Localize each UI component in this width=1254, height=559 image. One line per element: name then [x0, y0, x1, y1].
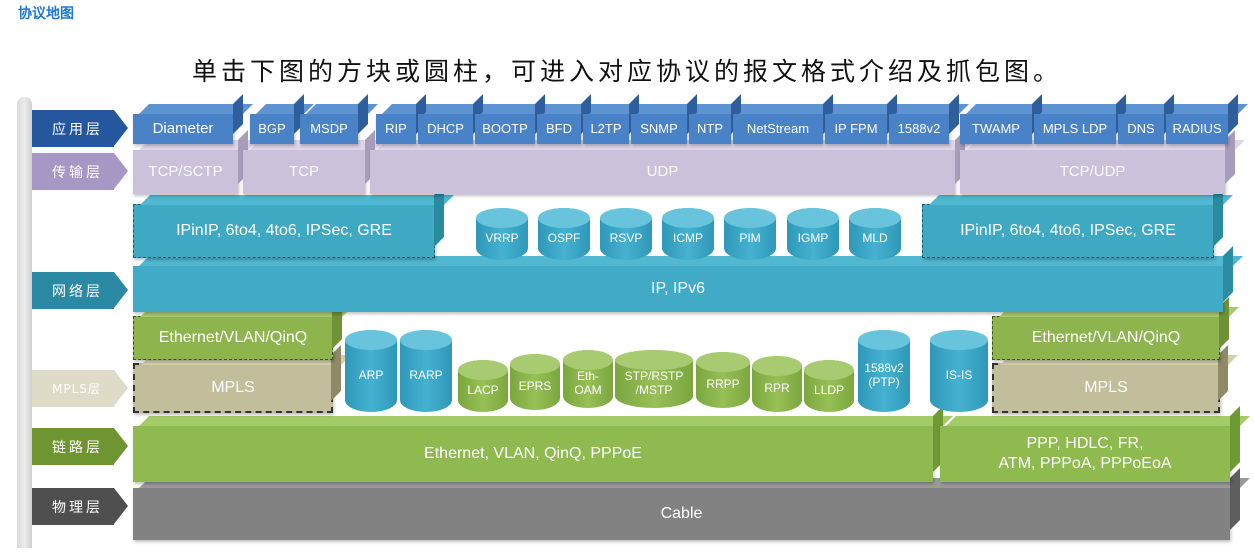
protocol-cylinder-icmp[interactable]: ICMP — [662, 208, 714, 260]
protocol-block-twamp[interactable]: TWAMP — [960, 114, 1032, 144]
protocol-block-tunnel-left[interactable]: IPinIP, 6to4, 4to6, IPSec, GRE — [133, 204, 435, 258]
protocol-block-diameter[interactable]: Diameter — [133, 114, 233, 144]
protocol-block-ethernet-vlan-qinq-right[interactable]: Ethernet/VLAN/QinQ — [992, 316, 1220, 360]
protocol-block-udp[interactable]: UDP — [370, 150, 955, 194]
protocol-cylinder-rrpp[interactable]: RRPP — [696, 352, 750, 408]
protocol-block-ip-ipv6[interactable]: IP, IPv6 — [133, 266, 1223, 312]
protocol-block-bfd[interactable]: BFD — [537, 114, 581, 144]
protocol-cylinder-1588v2-ptp[interactable]: 1588v2 (PTP) — [858, 330, 910, 412]
protocol-block-ethernet-vlan-qinq-left[interactable]: Ethernet/VLAN/QinQ — [133, 316, 333, 360]
protocol-cylinder-igmp[interactable]: IGMP — [787, 208, 839, 260]
protocol-cylinder-eth-oam[interactable]: Eth- OAM — [563, 350, 613, 408]
protocol-block-tcp-sctp[interactable]: TCP/SCTP — [133, 150, 238, 194]
protocol-cylinder-pim[interactable]: PIM — [724, 208, 776, 260]
protocol-block-netstream[interactable]: NetStream — [733, 114, 823, 144]
protocol-cylinder-eprs[interactable]: EPRS — [510, 354, 560, 410]
protocol-cylinder-rsvp[interactable]: RSVP — [600, 208, 652, 260]
protocol-block-radius[interactable]: RADIUS — [1166, 114, 1228, 144]
protocol-cylinder-arp[interactable]: ARP — [345, 330, 397, 412]
link-right-line1: PPP, HDLC, FR, — [1026, 435, 1144, 452]
layer-rail — [17, 97, 32, 548]
page-title: 协议地图 — [18, 6, 74, 22]
layer-tag-link: 链路层 — [32, 428, 128, 465]
protocol-cylinder-vrrp[interactable]: VRRP — [476, 208, 528, 260]
layer-tag-physical: 物理层 — [32, 488, 128, 525]
protocol-block-mpls-ldp[interactable]: MPLS LDP — [1034, 114, 1116, 144]
protocol-block-tcp-udp[interactable]: TCP/UDP — [960, 150, 1225, 194]
layer-tag-mpls: MPLS层 — [32, 370, 128, 407]
protocol-block-rip[interactable]: RIP — [376, 114, 416, 144]
layer-tag-transport: 传输层 — [32, 153, 128, 190]
protocol-block-dhcp[interactable]: DHCP — [418, 114, 473, 144]
protocol-cylinder-rpr[interactable]: RPR — [752, 356, 802, 412]
protocol-block-l2tp[interactable]: L2TP — [583, 114, 629, 144]
protocol-block-ntp[interactable]: NTP — [689, 114, 731, 144]
protocol-block-tcp[interactable]: TCP — [243, 150, 365, 194]
instruction-text: 单击下图的方块或圆柱，可进入对应协议的报文格式介绍及抓包图。 — [191, 57, 1062, 86]
protocol-block-ethernet-vlan-qinq-pppoe[interactable]: Ethernet, VLAN, QinQ, PPPoE — [133, 426, 933, 482]
protocol-block-bootp[interactable]: BOOTP — [475, 114, 535, 144]
protocol-block-cable[interactable]: Cable — [133, 488, 1230, 540]
protocol-block-snmp[interactable]: SNMP — [631, 114, 687, 144]
protocol-block-ip-fpm[interactable]: IP FPM — [825, 114, 887, 144]
layer-tag-network: 网络层 — [32, 272, 128, 309]
link-right-line2: ATM, PPPoA, PPPoEoA — [998, 455, 1172, 472]
protocol-cylinder-rarp[interactable]: RARP — [400, 330, 452, 412]
protocol-cylinder-lacp[interactable]: LACP — [458, 360, 508, 412]
protocol-block-ppp-hdlc-fr-atm[interactable]: PPP, HDLC, FR, ATM, PPPoA, PPPoEoA — [940, 426, 1230, 482]
protocol-cylinder-is-is[interactable]: IS-IS — [930, 330, 988, 412]
protocol-cylinder-mld[interactable]: MLD — [849, 208, 901, 260]
protocol-cylinder-lldp[interactable]: LLDP — [804, 360, 854, 412]
protocol-block-tunnel-right[interactable]: IPinIP, 6to4, 4to6, IPSec, GRE — [922, 204, 1214, 258]
layer-tag-application: 应用层 — [32, 110, 128, 147]
protocol-block-mpls-left[interactable]: MPLS — [133, 363, 333, 413]
protocol-block-1588v2[interactable]: 1588v2 — [889, 114, 949, 144]
protocol-cylinder-stp-rstp-mstp[interactable]: STP/RSTP /MSTP — [615, 350, 693, 408]
protocol-block-mpls-right[interactable]: MPLS — [992, 363, 1220, 413]
protocol-block-bgp[interactable]: BGP — [250, 114, 294, 144]
protocol-cylinder-ospf[interactable]: OSPF — [538, 208, 590, 260]
protocol-block-dns[interactable]: DNS — [1118, 114, 1164, 144]
protocol-block-msdp[interactable]: MSDP — [300, 114, 358, 144]
